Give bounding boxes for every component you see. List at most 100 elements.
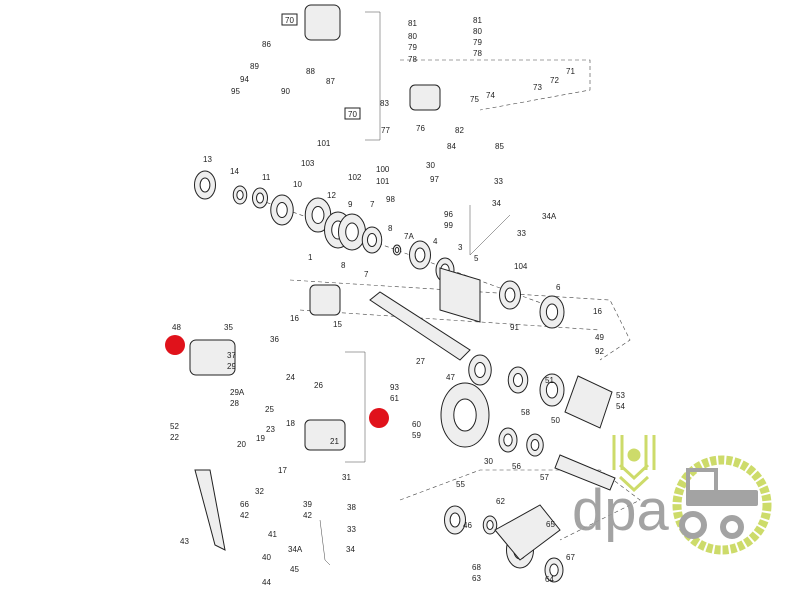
callout-55: 55: [456, 480, 465, 489]
callout-70: 70: [348, 110, 357, 119]
callout-16: 16: [290, 314, 299, 323]
callout-29A: 29A: [230, 388, 245, 397]
callout-58: 58: [521, 408, 530, 417]
callout-47: 47: [446, 373, 455, 382]
callout-33: 33: [347, 525, 356, 534]
callout-49: 49: [595, 333, 604, 342]
callout-85: 85: [495, 142, 504, 151]
callout-98: 98: [386, 195, 395, 204]
callout-64: 64: [545, 575, 554, 584]
callout-33: 33: [517, 229, 526, 238]
part-bore: [366, 233, 378, 247]
callout-96: 96: [444, 210, 453, 219]
callout-34A: 34A: [288, 545, 303, 554]
callout-73: 73: [533, 83, 542, 92]
callout-34: 34: [492, 199, 501, 208]
callout-35: 35: [224, 323, 233, 332]
valve-top: [304, 4, 341, 41]
part-bore: [504, 287, 516, 303]
callout-89: 89: [250, 62, 259, 71]
callout-90: 90: [281, 87, 290, 96]
part-bore: [486, 520, 494, 530]
callout-102: 102: [348, 173, 362, 182]
callout-12: 12: [327, 191, 336, 200]
housing-part: [304, 419, 346, 451]
part-bore: [453, 398, 477, 432]
callout-37: 37: [227, 351, 236, 360]
callout-101: 101: [317, 139, 331, 148]
callout-16: 16: [593, 307, 602, 316]
callout-1: 1: [308, 253, 313, 262]
callout-76: 76: [416, 124, 425, 133]
callout-22: 22: [170, 433, 179, 442]
part-bore: [530, 439, 540, 451]
callout-62: 62: [496, 497, 505, 506]
part-bore: [256, 192, 264, 204]
callout-84: 84: [447, 142, 456, 151]
callout-4: 4: [433, 237, 438, 246]
callout-19: 19: [256, 434, 265, 443]
valve-body: [189, 339, 236, 376]
callout-95: 95: [231, 87, 240, 96]
shaft: [369, 291, 471, 361]
callout-31: 31: [342, 473, 351, 482]
callout-66: 66: [240, 500, 249, 509]
part-bore: [276, 202, 288, 218]
callout-46: 46: [463, 521, 472, 530]
callout-81: 81: [473, 16, 482, 25]
callout-3: 3: [458, 243, 463, 252]
callout-13: 13: [203, 155, 212, 164]
callout-50: 50: [551, 416, 560, 425]
cover-plate: [564, 375, 613, 429]
part-bore: [394, 247, 400, 253]
callout-67: 67: [566, 553, 575, 562]
part-bore: [199, 177, 211, 193]
callout-41: 41: [268, 530, 277, 539]
highlight-dot-left: [165, 335, 185, 355]
sleeve: [439, 267, 481, 323]
callout-87: 87: [326, 77, 335, 86]
callout-83: 83: [380, 99, 389, 108]
callout-44: 44: [262, 578, 271, 587]
callout-68: 68: [472, 563, 481, 572]
pipe-line: [319, 519, 331, 566]
part-bore: [311, 206, 325, 224]
callout-70: 70: [285, 16, 294, 25]
pipe-line: [469, 205, 511, 256]
callout-82: 82: [455, 126, 464, 135]
callout-30: 30: [426, 161, 435, 170]
part-bore: [549, 563, 559, 577]
part-bore: [512, 373, 524, 387]
part-bore: [474, 362, 486, 378]
callout-91: 91: [510, 323, 519, 332]
callout-32: 32: [255, 487, 264, 496]
callout-38: 38: [347, 503, 356, 512]
callout-30: 30: [484, 457, 493, 466]
callout-48: 48: [172, 323, 181, 332]
callout-78: 78: [408, 55, 417, 64]
callout-6: 6: [556, 283, 561, 292]
callout-box: [281, 13, 298, 26]
callout-51: 51: [545, 376, 554, 385]
callout-29: 29: [227, 362, 236, 371]
part-bore: [449, 512, 461, 528]
callout-63: 63: [472, 574, 481, 583]
callout-42: 42: [303, 511, 312, 520]
valve-mid: [409, 84, 441, 111]
callout-97: 97: [430, 175, 439, 184]
callout-78: 78: [473, 49, 482, 58]
callout-14: 14: [230, 167, 239, 176]
callout-26: 26: [314, 381, 323, 390]
callout-box: [344, 107, 361, 120]
callout-25: 25: [265, 405, 274, 414]
callout-100: 100: [376, 165, 390, 174]
callout-81: 81: [408, 19, 417, 28]
callout-80: 80: [473, 27, 482, 36]
callout-39: 39: [303, 500, 312, 509]
callout-80: 80: [408, 32, 417, 41]
part-bore: [545, 381, 559, 399]
callout-104: 104: [514, 262, 528, 271]
callout-24: 24: [286, 373, 295, 382]
callout-74: 74: [486, 91, 495, 100]
